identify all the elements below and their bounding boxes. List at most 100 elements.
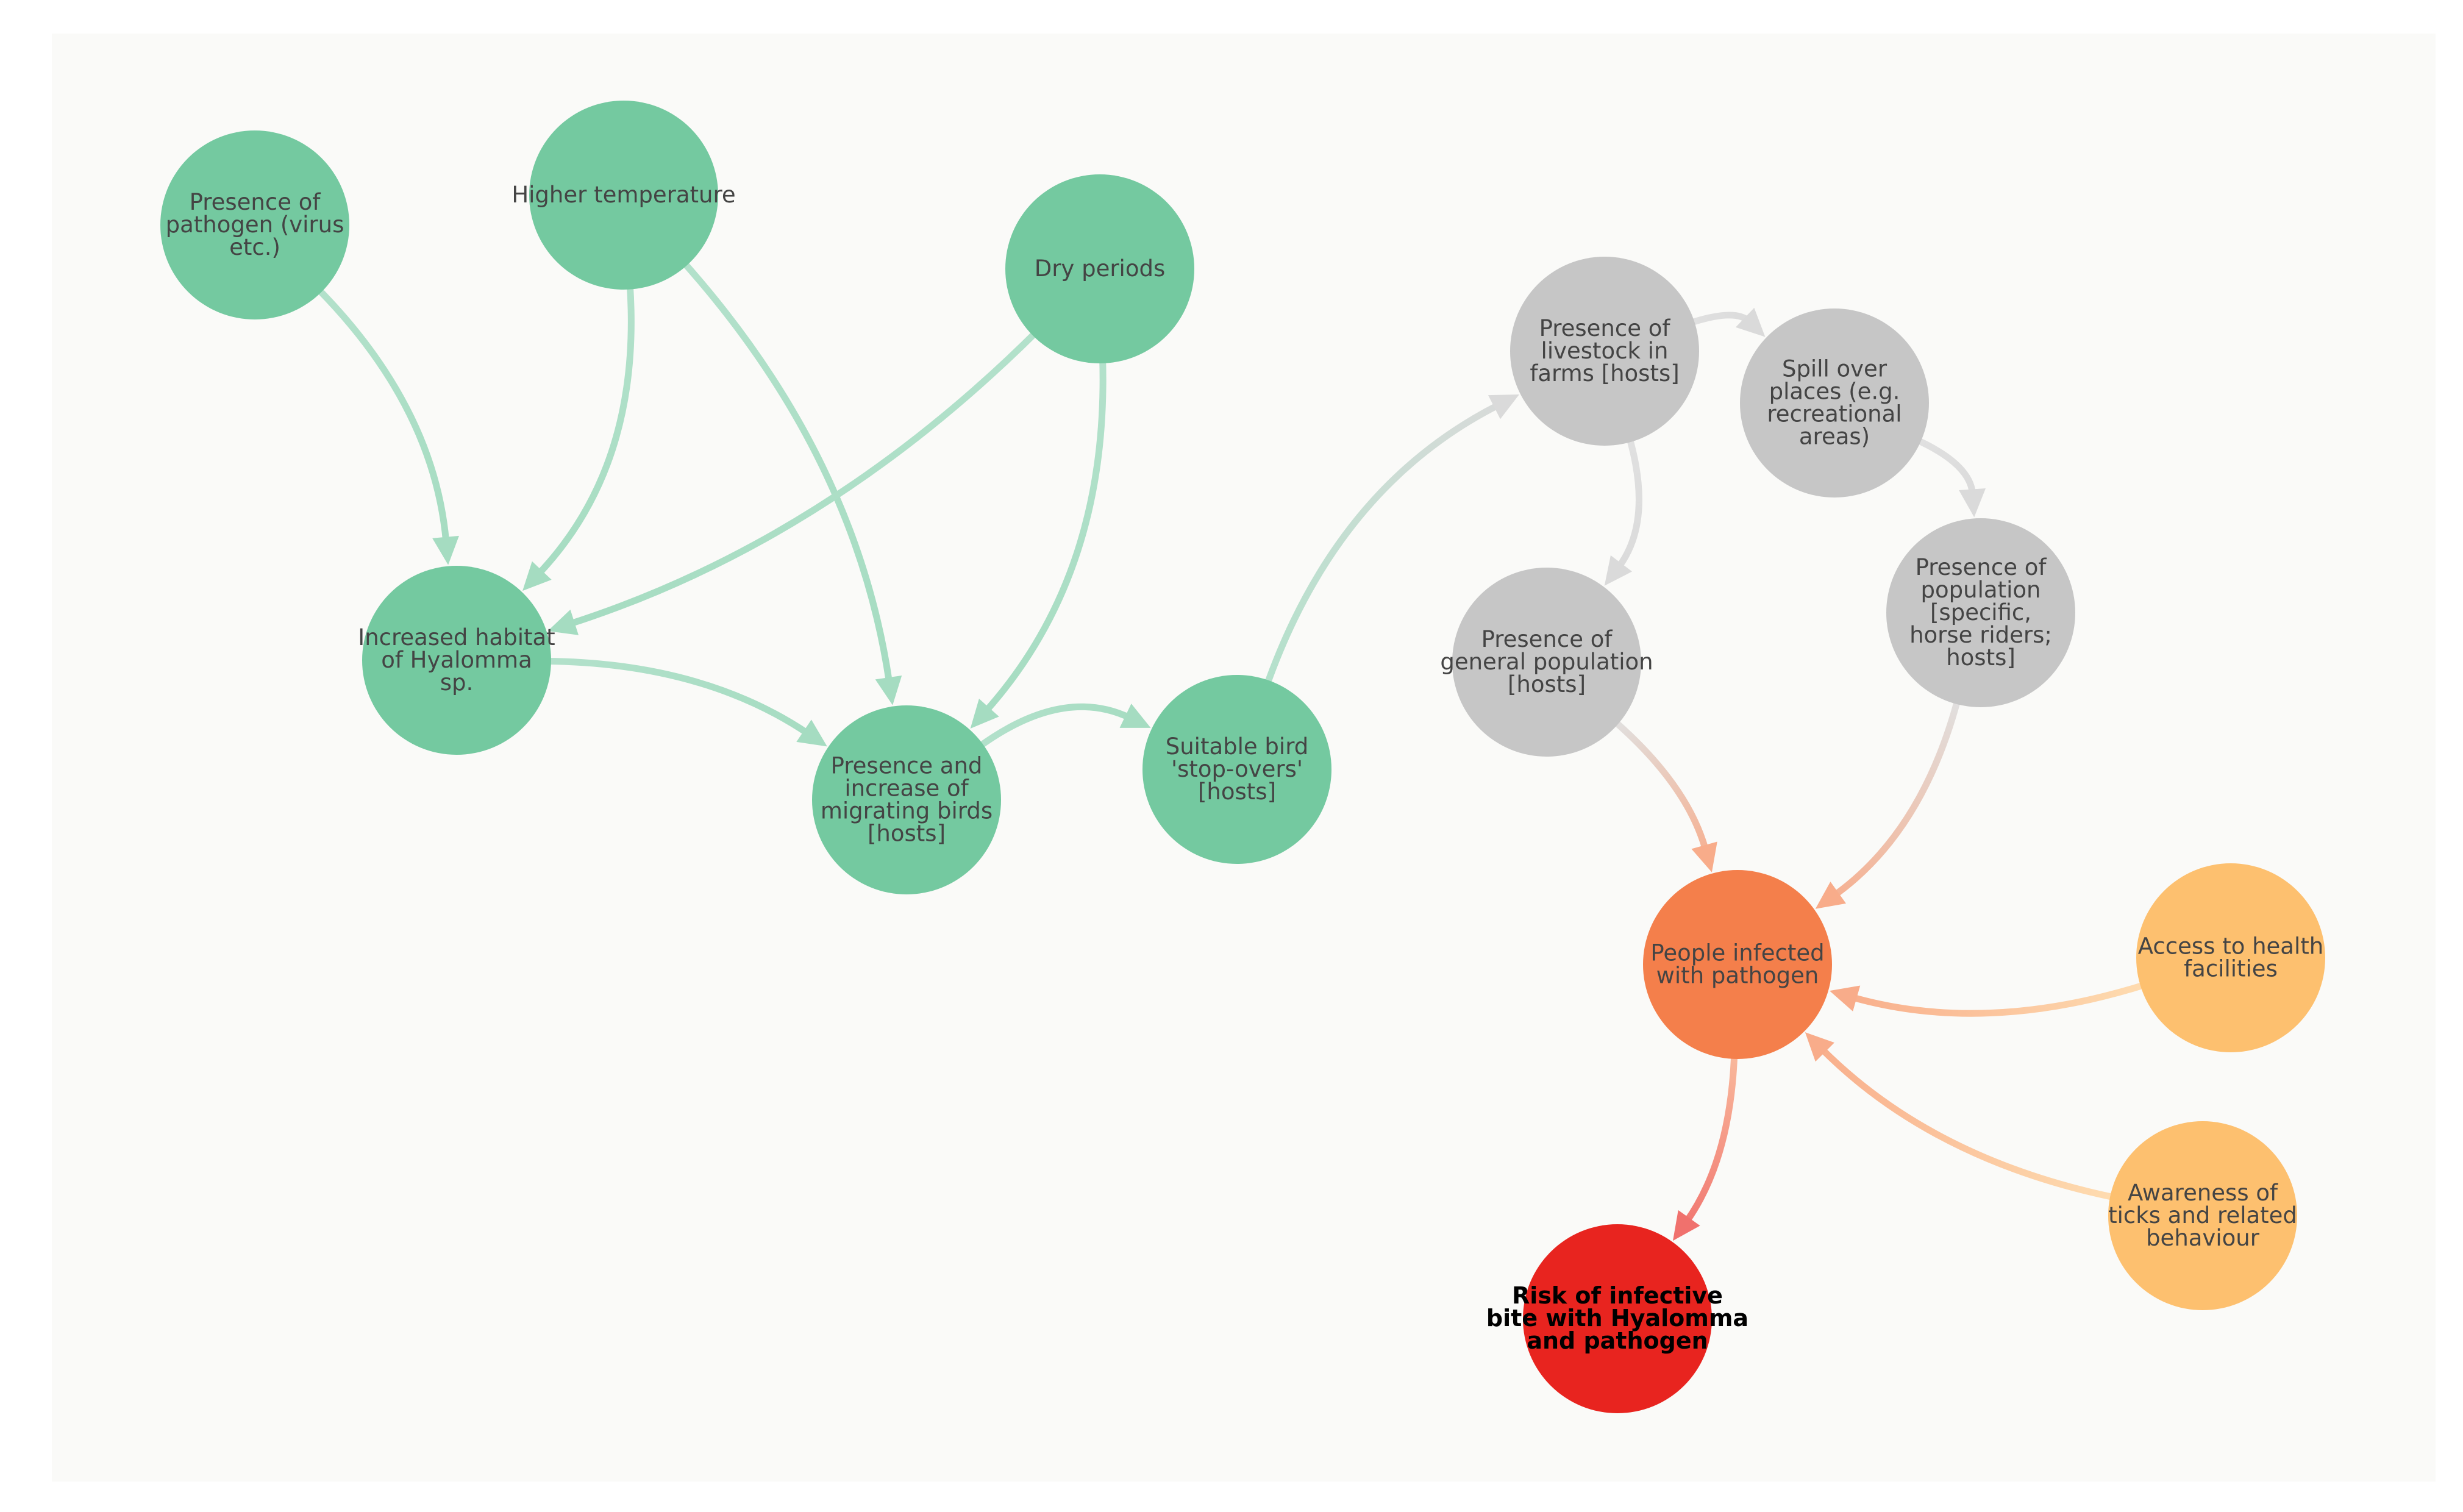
node-label-line: People infected: [1650, 940, 1824, 966]
node-label-line: Presence of: [1916, 554, 2047, 580]
node-circle-livestock: [1510, 257, 1699, 446]
node-label-line: 'stop-overs': [1171, 756, 1303, 782]
edge-livestock-general: [1615, 432, 1642, 571]
node-label-line: farms [hosts]: [1530, 360, 1679, 387]
node-label-line: [hosts]: [1508, 671, 1586, 697]
node-circle-infected: [1643, 870, 1832, 1059]
edge-access-infected: [1848, 981, 2150, 1017]
node-label-line: and pathogen: [1527, 1327, 1708, 1354]
node-label-line: Spill over: [1782, 356, 1887, 382]
node-label-line: livestock in: [1541, 338, 1669, 364]
edge-temperature-habitat: [535, 280, 635, 578]
node-label-line: general population: [1440, 649, 1653, 675]
node-label-temperature: Higher temperature: [511, 182, 735, 208]
arrowhead-habitat-birds: [796, 719, 827, 747]
node-circle-temperature: [529, 101, 718, 290]
edge-temperature-birds: [679, 257, 893, 686]
node-circle-birds: [812, 705, 1001, 894]
arrowhead-temperature-birds: [875, 675, 902, 705]
arrowhead-specific-infected: [1815, 882, 1846, 909]
edge-habitat-birds: [541, 657, 811, 737]
arrowhead-pathogen-habitat: [432, 535, 459, 565]
node-circle-spillover: [1740, 308, 1929, 497]
node-circle-pathogen: [160, 130, 349, 319]
node-label-line: Presence of: [1481, 626, 1613, 652]
node-label-line: Access to health: [2138, 933, 2323, 960]
node-circle-risk: [1523, 1224, 1712, 1413]
node-temperature: Higher temperature: [511, 101, 736, 290]
node-label-line: Dry periods: [1035, 255, 1166, 282]
node-label-line: Suitable bird: [1166, 733, 1309, 760]
node-circle-awareness: [2108, 1121, 2297, 1310]
node-stopovers: Suitable bird'stop-overs'[hosts]: [1142, 675, 1331, 864]
node-label-line: [specific,: [1930, 599, 2031, 626]
arrowhead-stopovers-livestock: [1488, 394, 1519, 419]
arrowhead-dry-birds: [970, 699, 999, 729]
edge-specific-infected: [1831, 694, 1962, 899]
node-label-dry: Dry periods: [1035, 255, 1166, 282]
node-label-line: Presence of: [1539, 315, 1671, 341]
arrowhead-awareness-infected: [1805, 1032, 1834, 1062]
arrowhead-dry-habitat: [547, 609, 579, 635]
node-label-line: ticks and related: [2108, 1202, 2297, 1228]
node-label-stopovers: Suitable bird'stop-overs'[hosts]: [1166, 733, 1309, 805]
node-label-line: facilities: [2184, 956, 2278, 982]
edge-pathogen-habitat: [313, 284, 450, 546]
arrowhead-temperature-habitat: [522, 561, 552, 591]
node-circle-access: [2136, 863, 2325, 1052]
edge-dry-birds: [982, 354, 1107, 715]
edge-spillover-specific: [1911, 435, 1976, 497]
node-label-line: pathogen (virus: [166, 212, 344, 238]
node-label-line: Awareness of: [2128, 1180, 2278, 1206]
arrowhead-spillover-specific: [1959, 488, 1986, 518]
node-circle-habitat: [362, 566, 551, 755]
edge-stopovers-livestock: [1263, 401, 1502, 690]
node-circle-general: [1452, 568, 1641, 757]
node-label-line: places (e.g.: [1769, 379, 1900, 405]
node-label-line: Presence of: [190, 189, 321, 215]
node-label-line: population: [1921, 577, 2041, 603]
arrowhead-infected-risk: [1673, 1210, 1700, 1241]
edge-awareness-infected: [1818, 1045, 2120, 1202]
arrowhead-access-infected: [1829, 985, 1861, 1011]
node-label-line: sp.: [440, 669, 474, 696]
node-label-line: Presence and: [831, 753, 983, 779]
node-label-line: etc.): [229, 234, 280, 260]
node-label-line: [hosts]: [868, 821, 946, 847]
node-label-line: behaviour: [2146, 1225, 2260, 1251]
arrowhead-general-infected: [1691, 841, 1717, 872]
arrowhead-livestock-spillover: [1735, 307, 1766, 337]
edge-dry-habitat: [566, 327, 1041, 627]
arrowhead-birds-stopovers: [1119, 704, 1151, 728]
node-label-line: Increased habitat: [358, 624, 555, 651]
node-label-line: areas): [1799, 424, 1870, 450]
node-label-line: bite with Hyalomma: [1486, 1305, 1748, 1332]
node-label-line: Higher temperature: [511, 182, 735, 208]
node-label-line: Risk of infective: [1512, 1282, 1723, 1309]
node-circle-specific: [1886, 518, 2075, 707]
node-label-line: migrating birds: [821, 798, 993, 824]
node-label-line: with pathogen: [1656, 963, 1819, 989]
node-circle-dry: [1005, 174, 1194, 363]
edge-general-infected: [1609, 716, 1709, 854]
